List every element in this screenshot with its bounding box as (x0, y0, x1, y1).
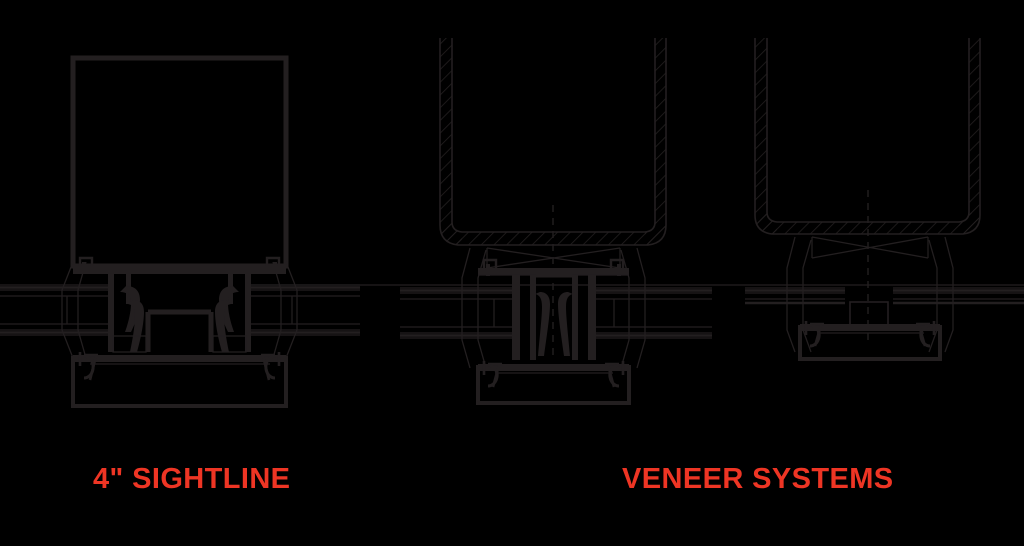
snap-on-cover-cap (476, 361, 631, 405)
detail-2-group (400, 38, 712, 405)
insulating-glass-unit-left (400, 287, 512, 339)
u-channel-veneer-carrier (439, 38, 667, 246)
detail-1-group (0, 55, 1024, 408)
detail-3-group (745, 38, 1024, 361)
insulating-glass-unit-right (893, 287, 1024, 305)
inner-spacer-block (145, 309, 214, 352)
section-hatch-walls (440, 38, 666, 245)
insulating-glass-unit-right (251, 284, 1024, 336)
center-spacer-block (849, 301, 889, 327)
rectangular-box-mullion (70, 55, 289, 269)
bow-tie-anchor (811, 236, 929, 259)
insulating-glass-unit-left (745, 287, 845, 305)
central-web-gasket (512, 272, 596, 360)
dual-gasket-fins (120, 286, 239, 352)
snap-on-cover-cap (798, 321, 942, 361)
upper-pressure-plate (73, 256, 286, 274)
insulating-glass-unit-right (596, 287, 712, 339)
insulating-glass-unit-left (0, 284, 108, 336)
shoulder-lines-left (61, 261, 87, 359)
shoulder-lines-right (620, 247, 646, 369)
shoulder-lines-left (461, 247, 487, 369)
shoulder-lines-right (272, 261, 298, 359)
snap-on-cover-cap (71, 352, 288, 408)
pocket-base-steps (112, 335, 247, 353)
